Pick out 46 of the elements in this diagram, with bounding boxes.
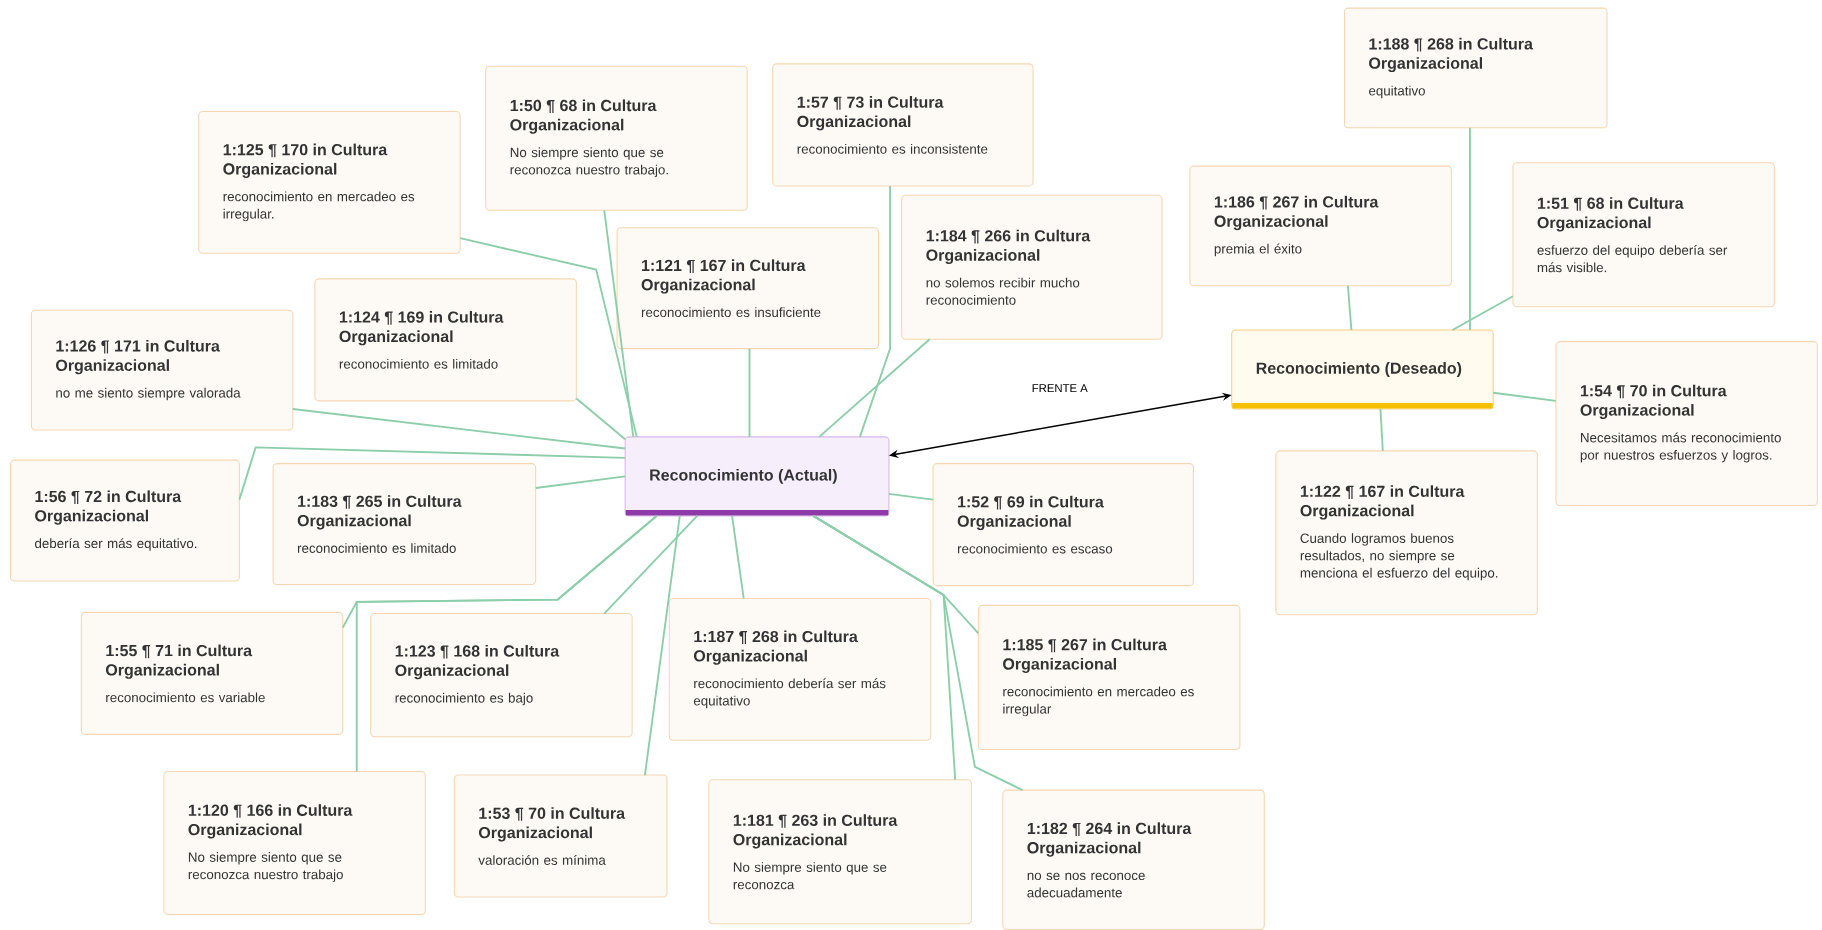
connector-line — [459, 237, 638, 438]
quotation-box: 1:126 ¶ 171 in Cultura Organizacional no me siento siempre valorada — [30, 309, 294, 431]
quotation-box: 1:51 ¶ 68 in Cultura Organizacional esfuerzo del equipo debería ser más visible. — [1512, 162, 1775, 308]
code-box: Reconocimiento (Deseado) — [1231, 329, 1494, 410]
quotation-box: 1:183 ¶ 265 in Cultura Organizacional reconocimiento es limitado — [272, 463, 537, 586]
connector-line — [1379, 408, 1384, 452]
quotation-box: 1:188 ¶ 268 in Cultura Organizacional equitativo — [1343, 7, 1608, 129]
connector-line — [858, 185, 892, 438]
connector-line — [1492, 391, 1557, 402]
quotation-box: 1:50 ¶ 68 in Cultura Organizacional No siempre siento que se reconozca nuestro trabajo. — [485, 65, 748, 211]
edge-label: FRENTE A — [1029, 381, 1091, 395]
quotation-box: 1:124 ¶ 169 in Cultura Organizacional reconocimiento es limitado — [314, 278, 577, 402]
quotation-box: 1:121 ¶ 167 in Cultura Organizacional reconocimiento es insuficiente — [616, 227, 879, 350]
connector-line — [643, 515, 681, 776]
connector-line — [1469, 126, 1471, 331]
connector-line — [603, 515, 699, 615]
connector-line — [534, 475, 627, 489]
connector-line — [575, 397, 627, 441]
connector-line — [1347, 284, 1353, 331]
quotation-box: 1:122 ¶ 167 in Cultura Organizacional Cuando logramos buenos resultados, no siempre se menciona el esfuerzo del equipo. — [1275, 450, 1538, 616]
connector-line — [1451, 295, 1514, 331]
connector-line — [603, 209, 635, 438]
quotation-box: 1:56 ¶ 72 in Cultura Organizacional debería ser más equitativo. — [9, 459, 240, 582]
quotation-box: 1:125 ¶ 170 in Cultura Organizacional reconocimiento en mercadeo es irregular. — [198, 111, 461, 254]
quotation-box: 1:187 ¶ 268 in Cultura Organizacional reconocimiento debería ser más equitativo — [668, 597, 932, 741]
quotation-box: 1:55 ¶ 71 in Cultura Organizacional reconocimiento es variable — [80, 611, 344, 735]
quotation-box: 1:57 ¶ 73 in Cultura Organizacional reconocimiento es inconsistente — [772, 63, 1034, 187]
quotation-box: 1:185 ¶ 267 in Cultura Organizacional reconocimiento en mercadeo es irregular — [977, 604, 1241, 751]
quotation-box: 1:186 ¶ 267 in Cultura Organizacional premia el éxito — [1189, 165, 1452, 287]
quotation-box: 1:184 ¶ 266 in Cultura Organizacional no solemos recibir mucho reconocimiento — [901, 194, 1163, 340]
quotation-box: 1:181 ¶ 263 in Cultura Organizacional No siempre siento que se reconozca — [708, 779, 972, 925]
code-box: Reconocimiento (Actual) — [624, 436, 890, 517]
quotation-box: 1:52 ¶ 69 in Cultura Organizacional reconocimiento es escaso — [932, 463, 1194, 587]
quotation-box: 1:120 ¶ 166 in Cultura Organizacional No siempre siento que se reconozca nuestro trabajo — [163, 771, 426, 915]
quotation-box: 1:182 ¶ 264 in Cultura Organizacional no se nos reconoce adecuadamente — [1002, 789, 1265, 930]
connector-line — [731, 515, 745, 600]
connector-line — [291, 408, 627, 450]
connector-line — [818, 338, 931, 438]
connector-line — [238, 446, 627, 501]
connector-line — [355, 515, 658, 773]
quotation-box: 1:54 ¶ 70 in Cultura Organizacional Necesitamos más reconocimiento por nuestros esfuerzos y logros. — [1555, 341, 1818, 506]
connector-line — [888, 492, 935, 501]
quotation-box: 1:53 ¶ 70 in Cultura Organizacional valoración es mínima — [453, 774, 668, 898]
quotation-box: 1:123 ¶ 168 in Cultura Organizacional reconocimiento es bajo — [370, 613, 633, 738]
connector-line — [812, 515, 1024, 792]
connector-line — [748, 347, 751, 438]
